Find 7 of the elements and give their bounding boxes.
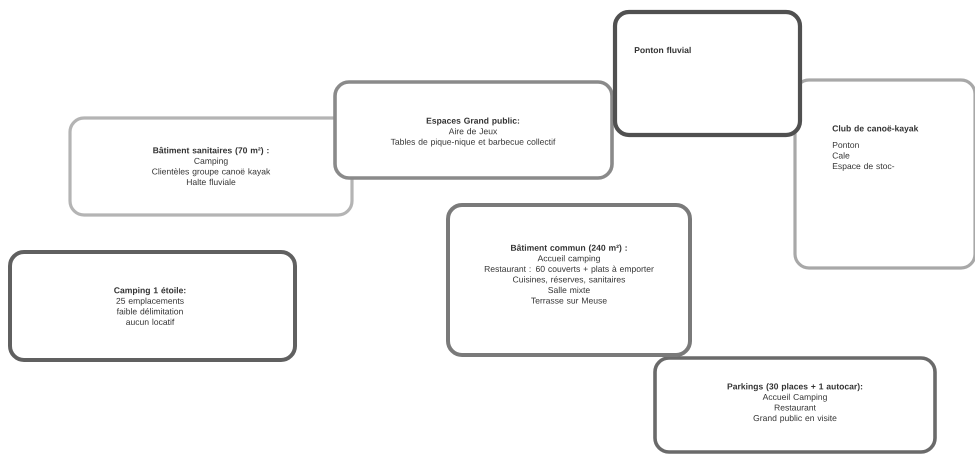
label-box: Ponton fluvial xyxy=(612,10,802,138)
building-box: Bâtiment commun (240 m²) : Accueil camping Restaurant : 60 couverts + plats à emporter Cuisines, réserves, sanitaires Salle mixte Terrasse sur Meuse xyxy=(446,203,692,357)
building-box: Bâtiment sanitaires (70 m²) : Camping Clientèles groupe canoë kayak Halte fluviale xyxy=(68,116,354,217)
building-box: Club de canoë-kayak Ponton Cale Espace de stoc- xyxy=(793,78,975,270)
building-box: Espaces Grand public: Aire de Jeux Tables de pique-nique et barbecue collectif xyxy=(333,80,614,180)
building-box: Parkings (30 places + 1 autocar): Accueil Camping Restaurant Grand public en visite xyxy=(653,356,937,454)
building-box: Camping 1 étoile: 25 emplacements faible délimitation aucun locatif xyxy=(8,250,297,362)
